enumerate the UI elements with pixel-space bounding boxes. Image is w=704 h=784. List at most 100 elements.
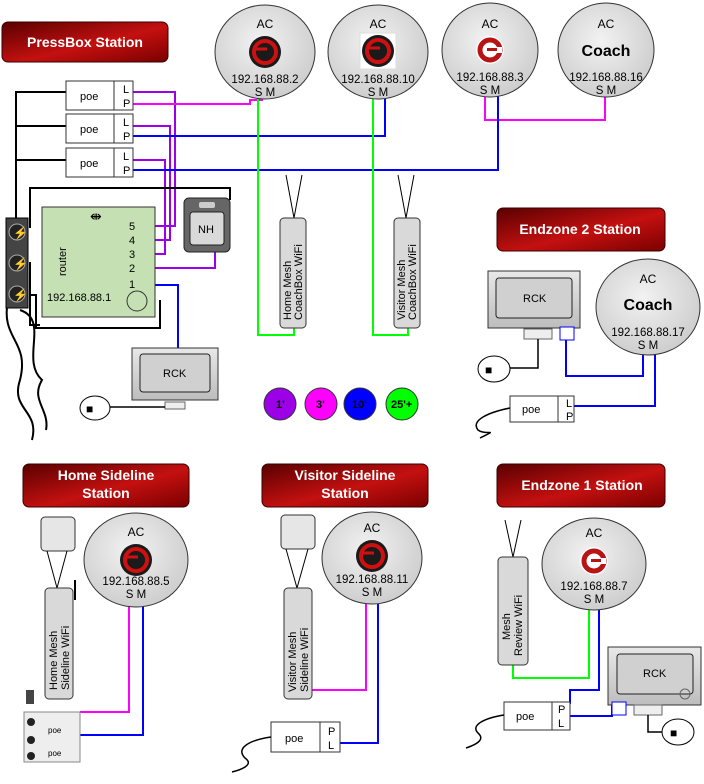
svg-text:RCK: RCK: [523, 293, 547, 305]
visitor-sideline-title-1: Visitor Sideline: [295, 467, 396, 483]
sg-logo-red-icon: [476, 36, 504, 64]
svg-text:Review WiFi: Review WiFi: [513, 595, 525, 656]
svg-text:S M: S M: [362, 587, 382, 599]
svg-text:poe: poe: [80, 124, 98, 136]
usb-icon: ⇼: [90, 208, 102, 224]
power-strip: ⚡ ⚡ ⚡: [5, 217, 29, 309]
plug-icon: ⚡: [13, 288, 28, 302]
poe-visitor-sideline: poe P L: [231, 721, 341, 773]
home-sideline-mesh: Home Mesh Sideline WiFi: [40, 516, 76, 700]
svg-text:P: P: [328, 726, 335, 738]
svg-text:L: L: [123, 151, 129, 163]
mesh-home-coachbox: Home Mesh CoachBox WiFi: [279, 174, 307, 329]
svg-text:Coach: Coach: [624, 297, 673, 314]
svg-text:Mesh: Mesh: [501, 613, 513, 640]
svg-text:L: L: [328, 740, 334, 752]
svg-text:25'+: 25'+: [391, 399, 412, 411]
pressbox-title: PressBox Station: [27, 34, 143, 50]
home-sideline-power: poe poe: [23, 690, 81, 763]
sg-logo-icon: [354, 538, 390, 574]
svg-text:L: L: [123, 84, 129, 96]
ac-unit-8: AC 192.168.88.7 S M: [541, 517, 647, 611]
svg-text:1': 1': [276, 399, 285, 411]
svg-text:S M: S M: [368, 87, 388, 99]
svg-text:AC: AC: [482, 17, 499, 31]
svg-text:S M: S M: [255, 87, 275, 99]
endzone2-title: Endzone 2 Station: [519, 221, 640, 237]
svg-text:192.168.88.1: 192.168.88.1: [47, 292, 111, 304]
svg-text:L: L: [566, 398, 572, 410]
sg-logo-icon: [118, 542, 154, 578]
sg-logo-icon: [247, 34, 283, 70]
poe-injector-2: poe L P: [65, 113, 134, 144]
ac-unit-4: AC Coach 192.168.88.16 S M: [557, 2, 655, 98]
svg-text:5: 5: [129, 221, 135, 233]
rck-endzone1: RCK ■: [607, 646, 702, 746]
svg-text:Home Mesh: Home Mesh: [48, 631, 60, 690]
svg-text:Visitor Mesh: Visitor Mesh: [396, 260, 408, 320]
svg-text:AC: AC: [128, 525, 145, 539]
svg-text:P: P: [123, 98, 130, 110]
poe-injector-1: poe L P: [65, 80, 134, 111]
svg-text:192.168.88.2: 192.168.88.2: [231, 74, 298, 86]
legend-swatch-25ft: [385, 387, 419, 421]
sg-logo-icon: [360, 33, 396, 69]
endzone1-mesh: Mesh Review WiFi: [497, 519, 529, 666]
ac-unit-7: AC 192.168.88.11 S M: [321, 511, 423, 605]
sg-logo-red-icon: [580, 547, 608, 575]
visitor-sideline-title-2: Station: [321, 485, 368, 501]
svg-text:1: 1: [129, 279, 135, 291]
ac-unit-2: AC 192.168.88.10 S M: [327, 4, 429, 100]
svg-text:3: 3: [129, 249, 135, 261]
svg-text:P: P: [123, 165, 130, 177]
ac-unit-3: AC 192.168.88.3 S M: [441, 2, 539, 98]
svg-text:CoachBox WiFi: CoachBox WiFi: [293, 244, 305, 320]
router: ⇼ router 192.168.88.1 5 4 3 2 1: [41, 206, 156, 318]
svg-text:CoachBox WiFi: CoachBox WiFi: [407, 244, 419, 320]
svg-text:AC: AC: [586, 526, 603, 540]
poe-endzone2: poe L P: [475, 395, 575, 439]
svg-text:P: P: [566, 411, 573, 423]
svg-text:AC: AC: [370, 17, 387, 31]
nh-device: NH: [183, 197, 231, 253]
cables: [74, 91, 656, 744]
svg-text:poe: poe: [80, 91, 98, 103]
svg-text:S M: S M: [638, 340, 658, 352]
ac-unit-6: AC 192.168.88.5 S M: [83, 512, 189, 608]
svg-text:S M: S M: [126, 589, 146, 601]
svg-text:4: 4: [129, 235, 135, 247]
endzone1-banner: Endzone 1 Station: [496, 463, 666, 508]
svg-text:Sideline WiFi: Sideline WiFi: [60, 626, 72, 690]
svg-text:AC: AC: [640, 272, 657, 286]
legend-swatch-10ft: [343, 387, 377, 421]
plug-icon: ⚡: [13, 257, 28, 271]
svg-text:10': 10': [352, 399, 367, 411]
svg-text:Coach: Coach: [582, 43, 631, 60]
camera-icon: ■: [670, 726, 677, 740]
svg-text:poe: poe: [285, 733, 303, 745]
svg-text:poe: poe: [522, 404, 540, 416]
poe-injector-3: poe L P: [65, 147, 134, 178]
svg-text:Sideline WiFi: Sideline WiFi: [299, 628, 311, 692]
svg-text:P: P: [123, 131, 130, 143]
plug-icon: ⚡: [13, 226, 28, 240]
svg-text:RCK: RCK: [643, 668, 667, 680]
camera-icon: ■: [485, 363, 492, 377]
legend-swatch-1ft: [263, 387, 297, 421]
endzone1-title: Endzone 1 Station: [521, 477, 642, 493]
svg-text:AC: AC: [364, 521, 381, 535]
ac-unit-5: AC Coach 192.168.88.17 S M: [595, 258, 701, 356]
svg-text:poe: poe: [80, 158, 98, 170]
cable-length-legend: 1' 3' 10' 25'+: [263, 387, 419, 421]
svg-text:poe: poe: [516, 711, 534, 723]
svg-text:L: L: [558, 718, 564, 730]
home-sideline-title-2: Station: [82, 485, 129, 501]
home-sideline-banner: Home Sideline Station: [22, 463, 190, 508]
legend-swatch-3ft: [304, 387, 338, 421]
svg-text:L: L: [123, 117, 129, 129]
svg-text:Home Mesh: Home Mesh: [282, 261, 294, 320]
svg-text:192.168.88.10: 192.168.88.10: [341, 74, 415, 86]
svg-text:NH: NH: [198, 224, 214, 236]
svg-text:192.168.88.16: 192.168.88.16: [569, 72, 643, 84]
